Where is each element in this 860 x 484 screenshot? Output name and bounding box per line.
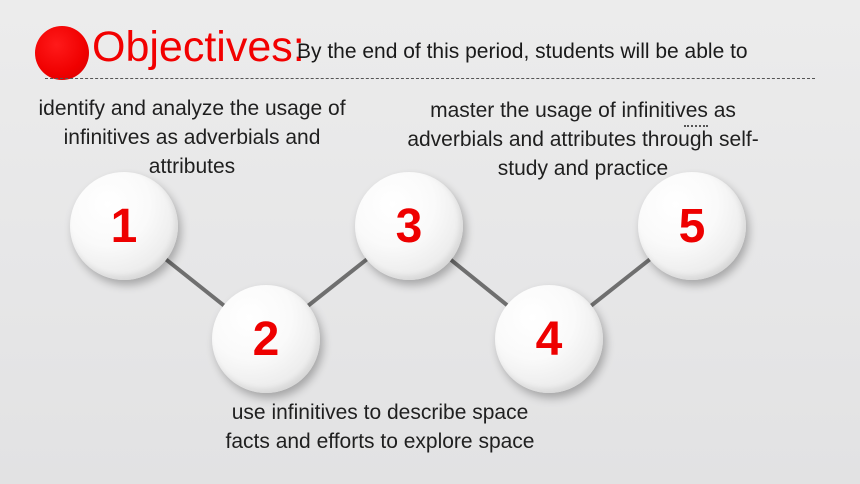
step-circle-4: 4 [495,285,603,393]
step-number-4: 4 [535,312,563,366]
step-number-3: 3 [395,199,423,253]
objective-3-line-3: study and practice [497,157,669,180]
dotted-underline-mark [684,125,708,127]
objective-1-line-3: attributes [148,155,236,178]
step-number-2: 2 [252,312,280,366]
dashed-divider [45,78,815,79]
objective-1-line-2: infinitives as adverbials and [63,126,321,149]
objective-3-line-2: adverbials and attributes through self- [407,128,759,151]
step-number-1: 1 [110,199,138,253]
objective-1-line-1: identify and analyze the usage of [38,97,346,120]
objective-3-text: master the usage of infinitives as adver… [378,96,788,183]
objectives-title: Objectives: [92,23,305,71]
objective-2-line-2: facts and efforts to explore space [225,430,535,453]
step-circle-2: 2 [212,285,320,393]
step-circle-3: 3 [355,172,463,280]
objective-2-line-1: use infinitives to describe space [231,401,529,424]
step-number-5: 5 [678,199,706,253]
red-bullet-circle [35,26,89,80]
objective-1-text: identify and analyze the usage of infini… [12,94,372,181]
objective-3-line-1: master the usage of infinitives as [430,99,736,122]
objective-2-text: use infinitives to describe space facts … [190,398,570,456]
step-circle-5: 5 [638,172,746,280]
step-circle-1: 1 [70,172,178,280]
objectives-subtitle: By the end of this period, students will… [297,40,748,63]
